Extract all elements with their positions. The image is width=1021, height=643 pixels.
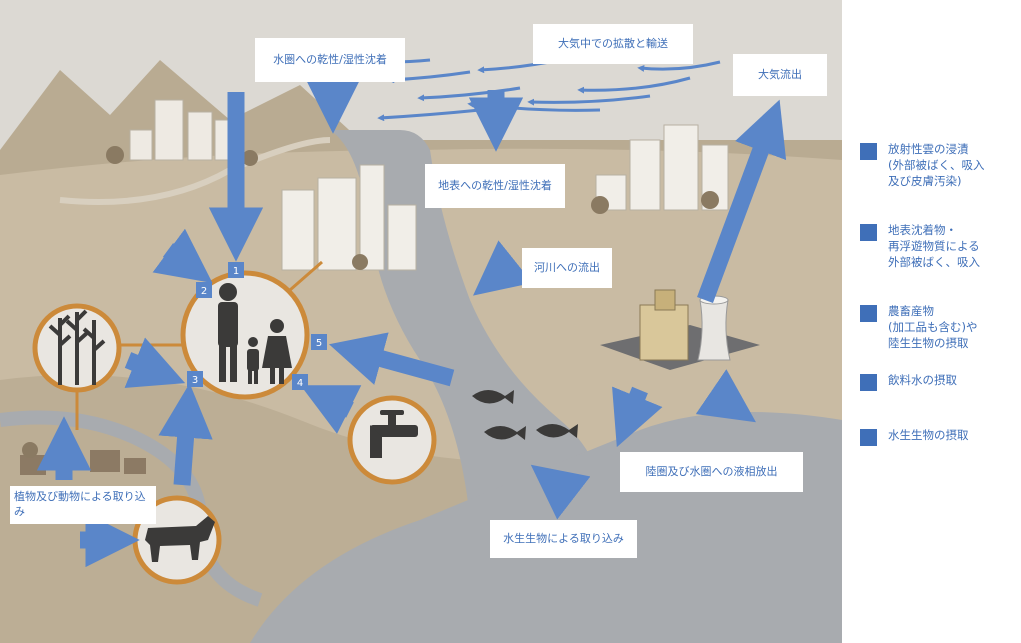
road	[59, 137, 331, 205]
legend-swatch	[860, 305, 877, 322]
arrow-aquatic	[530, 464, 591, 520]
label-atmo-outflow: 大気流出	[733, 54, 827, 96]
legend-item-aquatic-ingestion: 水生生物の摂取	[860, 427, 969, 446]
badge-1: 1	[233, 266, 239, 277]
badge-5: 5	[316, 338, 322, 349]
legend-item-agri-ingestion: 農畜産物 (加工品も含む)や 陸生生物の摂取	[860, 303, 977, 351]
faucet-icon	[370, 410, 418, 458]
cow-icon	[145, 516, 215, 562]
legend-swatch	[860, 374, 877, 391]
arrow-person-5	[329, 332, 455, 387]
arrow-release-1	[612, 386, 663, 448]
arrow-river-runoff	[473, 240, 533, 296]
pathway-scene: 1 2 3 4 5	[0, 0, 842, 643]
arrow-release-2	[695, 369, 756, 423]
label-surface-deposition: 地表への乾性/湿性沈着	[425, 164, 565, 208]
legend-item-drinking-water: 飲料水の摂取	[860, 372, 957, 391]
pathway-arrows	[36, 79, 787, 568]
label-plant-animal-uptake: 植物及び動物による取り込み	[10, 486, 156, 524]
city-right	[595, 124, 729, 211]
label-river-runoff: 河川への流出	[522, 248, 612, 288]
badge-3: 3	[192, 375, 198, 386]
legend-swatch	[860, 143, 877, 160]
badge-4: 4	[297, 378, 303, 389]
family-icon	[218, 283, 292, 384]
arrow-cow-up	[158, 383, 213, 486]
trees	[22, 146, 719, 458]
arrow-person-2	[152, 228, 213, 283]
label-water-deposition: 水圏への乾性/湿性沈着	[255, 38, 405, 82]
village	[20, 450, 146, 475]
label-liquid-release: 陸圏及び水圏への液相放出	[620, 452, 803, 492]
legend-text: 放射性雲の浸漬 (外部被ばく、吸入 及び皮膚汚染)	[888, 142, 985, 188]
badge-2: 2	[201, 286, 207, 297]
legend-item-ground-deposition: 地表沈着物・ 再浮遊物質による 外部被ばく、吸入	[860, 222, 980, 270]
legend: 放射性雲の浸漬 (外部被ばく、吸入 及び皮膚汚染) 地表沈着物・ 再浮遊物質によ…	[842, 10, 1021, 643]
legend-text: 農畜産物 (加工品も含む)や 陸生生物の摂取	[888, 304, 978, 350]
arrow-crops	[124, 337, 186, 388]
legend-swatch	[860, 224, 877, 241]
fish-icon	[472, 390, 578, 440]
legend-item-cloud-immersion: 放射性雲の浸漬 (外部被ばく、吸入 及び皮膚汚染)	[860, 141, 985, 189]
pathway-badges: 1 2 3 4 5	[187, 262, 327, 390]
city-center	[281, 164, 417, 271]
arrow-faucet	[300, 385, 362, 434]
legend-swatch	[860, 429, 877, 446]
legend-text: 地表沈着物・ 再浮遊物質による 外部被ばく、吸入	[888, 223, 980, 269]
nuclear-plant-icon	[600, 289, 760, 370]
crops-icon	[48, 309, 106, 385]
label-atmo-dispersion: 大気中での拡散と輸送	[533, 24, 693, 64]
label-aquatic-uptake: 水生生物による取り込み	[490, 520, 637, 558]
legend-text: 飲料水の摂取	[888, 373, 957, 387]
arrow-atmo-outflow	[697, 99, 787, 303]
legend-text: 水生生物の摂取	[888, 428, 969, 442]
